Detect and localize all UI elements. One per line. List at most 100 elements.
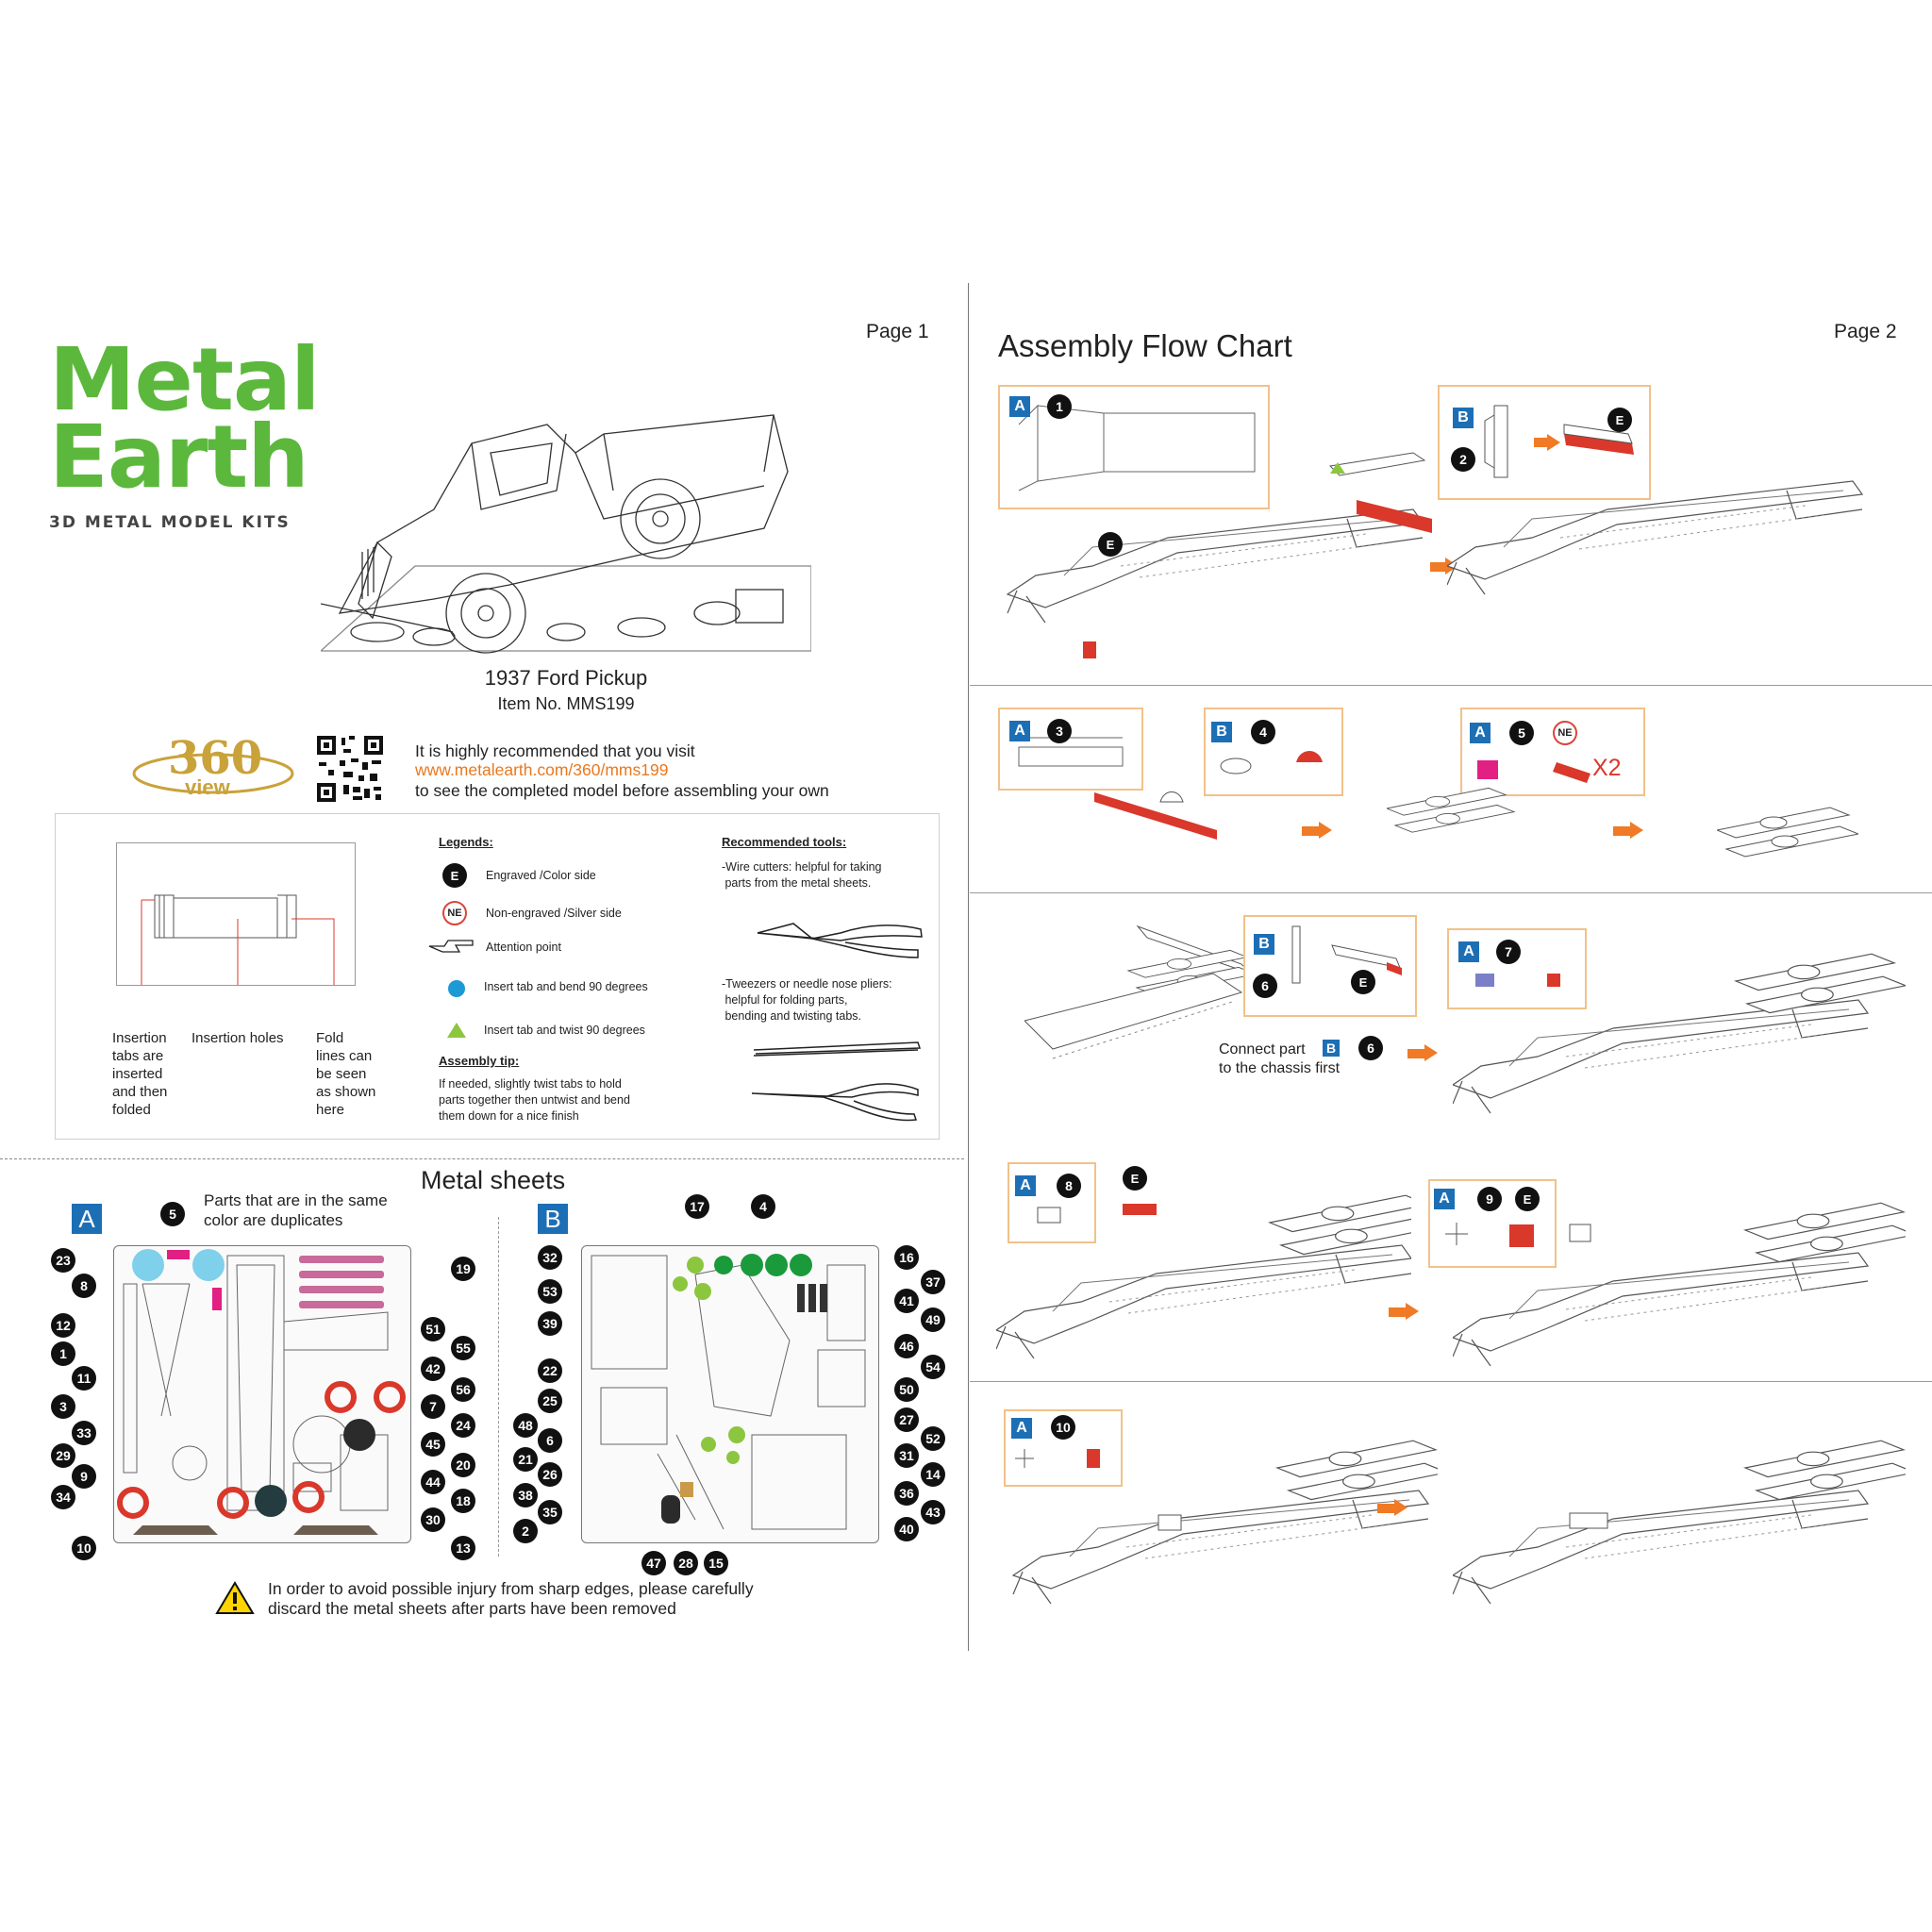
- section-separator: [970, 892, 1932, 893]
- sheet-label: A: [1434, 1189, 1455, 1209]
- metal-sheet-b: [581, 1245, 879, 1543]
- quantity-multiplier: X2: [1592, 755, 1622, 781]
- item-number: Item No. MMS199: [497, 694, 635, 713]
- part-number: 36: [894, 1481, 919, 1506]
- engraved-badge-icon: E: [1515, 1187, 1540, 1211]
- part-number: 35: [538, 1500, 562, 1524]
- label-insertion-tabs: Insertion tabs are inserted and then fol…: [112, 1030, 168, 1118]
- sheet-divider: [498, 1217, 499, 1557]
- duplicates-note: Parts that are in the same color are dup…: [204, 1191, 388, 1229]
- chassis-step-8: [996, 1194, 1411, 1358]
- tab-example-diagram: [116, 842, 356, 986]
- part-number: 15: [704, 1551, 728, 1575]
- legend-twist: Insert tab and twist 90 degrees: [484, 1024, 645, 1037]
- part-number: 9: [72, 1464, 96, 1489]
- tool-tweezers: -Tweezers or needle nose pliers: helpful…: [722, 977, 892, 1023]
- view-360-badge[interactable]: 360 view: [130, 732, 296, 800]
- chassis-result-3: [1453, 953, 1906, 1114]
- part-number: 39: [538, 1311, 562, 1336]
- part-number: 4: [751, 1194, 775, 1219]
- chassis-step-6: [1024, 924, 1257, 1059]
- part-number: 52: [921, 1426, 945, 1451]
- part-4-drawing: [1220, 751, 1323, 774]
- step-6-box: [1243, 915, 1417, 1017]
- part-number: 17: [685, 1194, 709, 1219]
- sheet-label: B: [1323, 1040, 1340, 1057]
- step-number: 6: [1253, 974, 1277, 998]
- logo-word-metal: Metal: [49, 329, 321, 430]
- flow-arrow-head: [1424, 1044, 1438, 1061]
- tool-wire-cutters: -Wire cutters: helpful for taking parts …: [722, 860, 882, 890]
- step-number: 8: [1057, 1174, 1081, 1198]
- part-number: 32: [538, 1245, 562, 1270]
- part-number: 28: [674, 1551, 698, 1575]
- flow-arrow-head: [1319, 822, 1332, 839]
- model-url-link[interactable]: www.metalearth.com/360/mms199: [415, 760, 669, 779]
- part-number: 7: [421, 1394, 445, 1419]
- connect-note-line2: to the chassis first: [1219, 1060, 1341, 1076]
- tweezers-pliers-icon: [751, 1041, 922, 1122]
- recommend-text-2: to see the completed model before assemb…: [415, 781, 829, 800]
- part-number: 29: [51, 1443, 75, 1468]
- rails-result: [1717, 807, 1858, 858]
- part-number: 30: [421, 1507, 445, 1532]
- metal-earth-logo: Metal Earth 3D METAL MODEL KITS: [49, 329, 321, 533]
- tab-example-drawing: [141, 894, 335, 985]
- view-360-number: 360: [168, 732, 263, 785]
- flow-chart-title: Assembly Flow Chart: [998, 328, 1292, 363]
- part-number: 26: [538, 1462, 562, 1487]
- sheet-label: A: [1015, 1175, 1036, 1196]
- page-number: Page 2: [1834, 321, 1897, 342]
- legend-attention: Attention point: [486, 941, 561, 954]
- legends-heading: Legends:: [439, 835, 493, 849]
- view-360-swoosh: [132, 753, 294, 794]
- qr-code[interactable]: [315, 734, 385, 804]
- part-number: 21: [513, 1447, 538, 1472]
- legend-bend: Insert tab and bend 90 degrees: [484, 980, 648, 993]
- part-number: 40: [894, 1517, 919, 1541]
- part-number: 13: [451, 1536, 475, 1560]
- step-number: 4: [1251, 720, 1275, 744]
- sheet-label: A: [1470, 723, 1491, 743]
- flow-arrow: [1302, 826, 1319, 836]
- tools-heading: Recommended tools:: [722, 835, 847, 849]
- sheet-label: A: [1458, 941, 1479, 962]
- part-number: 14: [921, 1462, 945, 1487]
- part-number: 45: [421, 1432, 445, 1457]
- non-engraved-badge-icon: NE: [1553, 721, 1577, 745]
- part-8-drawing: [1037, 1207, 1061, 1224]
- page-number: Page 1: [866, 321, 929, 342]
- part-number: 50: [894, 1377, 919, 1402]
- sheet-label: B: [1453, 408, 1474, 428]
- part-number: 43: [921, 1500, 945, 1524]
- part-number: 16: [894, 1245, 919, 1270]
- part-2-drawing: [1484, 405, 1634, 478]
- step-number: 3: [1047, 719, 1072, 743]
- view-360-label: view: [185, 775, 230, 799]
- part-number: 25: [538, 1389, 562, 1413]
- part-7-drawing: [1475, 974, 1560, 987]
- legend-panel: Insertion tabs are inserted and then fol…: [55, 813, 940, 1140]
- step-1-box: [998, 385, 1270, 509]
- safety-warning: In order to avoid possible injury from s…: [268, 1579, 754, 1618]
- part-number: 51: [421, 1317, 445, 1341]
- blue-dot-icon: [448, 980, 465, 997]
- part-number: 47: [641, 1551, 666, 1575]
- flow-arrow: [1407, 1049, 1424, 1058]
- sheet-label: A: [1009, 721, 1030, 741]
- sheet-a-parts: [117, 1249, 406, 1535]
- step-number: 6: [1358, 1036, 1383, 1060]
- section-separator: [970, 685, 1932, 686]
- part-5-drawing: [1477, 760, 1591, 783]
- part-3-assembled: [1094, 791, 1217, 840]
- part-6-drawing: [1291, 925, 1402, 984]
- page-divider: [968, 283, 969, 1651]
- part-number: 10: [72, 1536, 96, 1560]
- part-number: 12: [51, 1313, 75, 1338]
- step-arrow-head: [1547, 434, 1560, 451]
- assembly-tip-text: If needed, slightly twist tabs to hold p…: [439, 1077, 630, 1123]
- chassis-step-10: [1012, 1440, 1438, 1604]
- chassis-result-1: [1447, 480, 1863, 595]
- metal-sheets-heading: Metal sheets: [421, 1166, 566, 1194]
- step-arrow: [1534, 438, 1547, 447]
